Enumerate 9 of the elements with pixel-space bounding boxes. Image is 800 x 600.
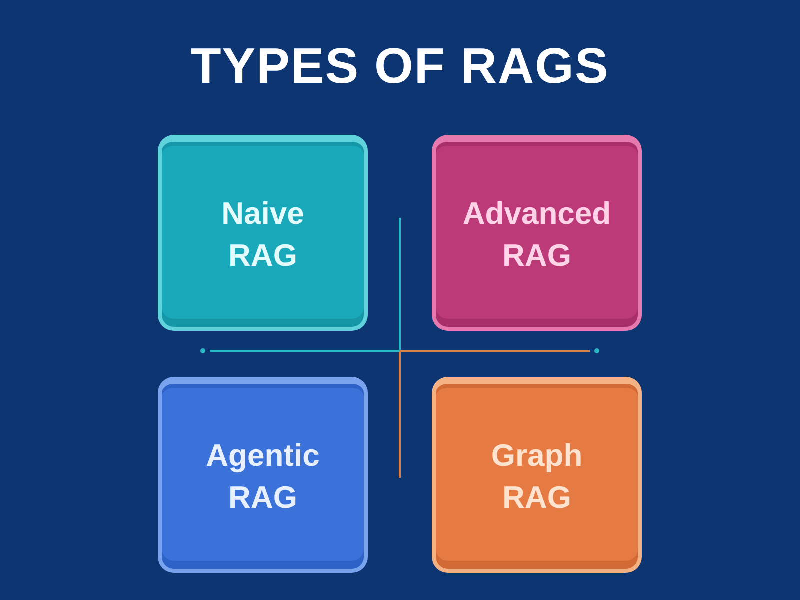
category-box: [158, 135, 368, 331]
box-label: Agentic RAG: [206, 436, 320, 516]
title: TYPES OF RAGS: [190, 37, 610, 96]
box-label: Advanced RAG: [462, 194, 612, 274]
category-box: [158, 377, 368, 573]
category-box: [432, 135, 642, 331]
category-box: [432, 377, 642, 573]
box-label: Graph RAG: [491, 436, 583, 516]
box-label: Naive RAG: [222, 194, 304, 274]
